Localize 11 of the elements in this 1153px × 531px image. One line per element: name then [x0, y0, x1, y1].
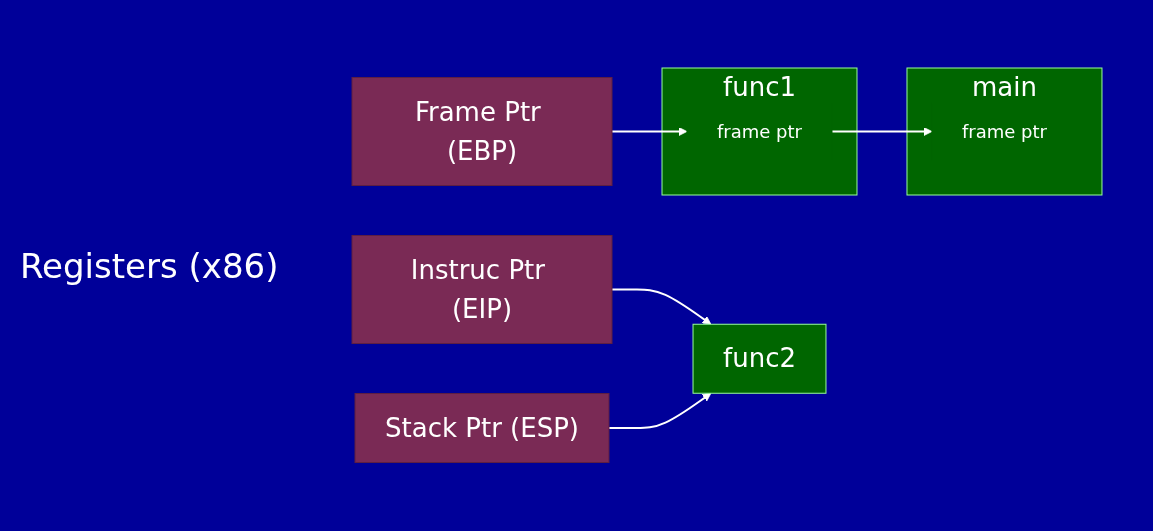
heading-label: Registers (x86): [20, 245, 280, 286]
arrow: [607, 393, 711, 430]
arrow: [830, 127, 932, 137]
node-box: Stack Ptr (ESP): [354, 393, 609, 464]
node-box: func2: [692, 324, 826, 394]
node-text: frame ptr: [716, 121, 802, 143]
node-text: frame ptr: [961, 121, 1047, 143]
node-box: Frame Ptr (EBP): [351, 77, 612, 187]
arrow: [610, 127, 687, 137]
arrow: [610, 288, 711, 325]
node-box: Instruc Ptr (EIP): [351, 235, 612, 345]
